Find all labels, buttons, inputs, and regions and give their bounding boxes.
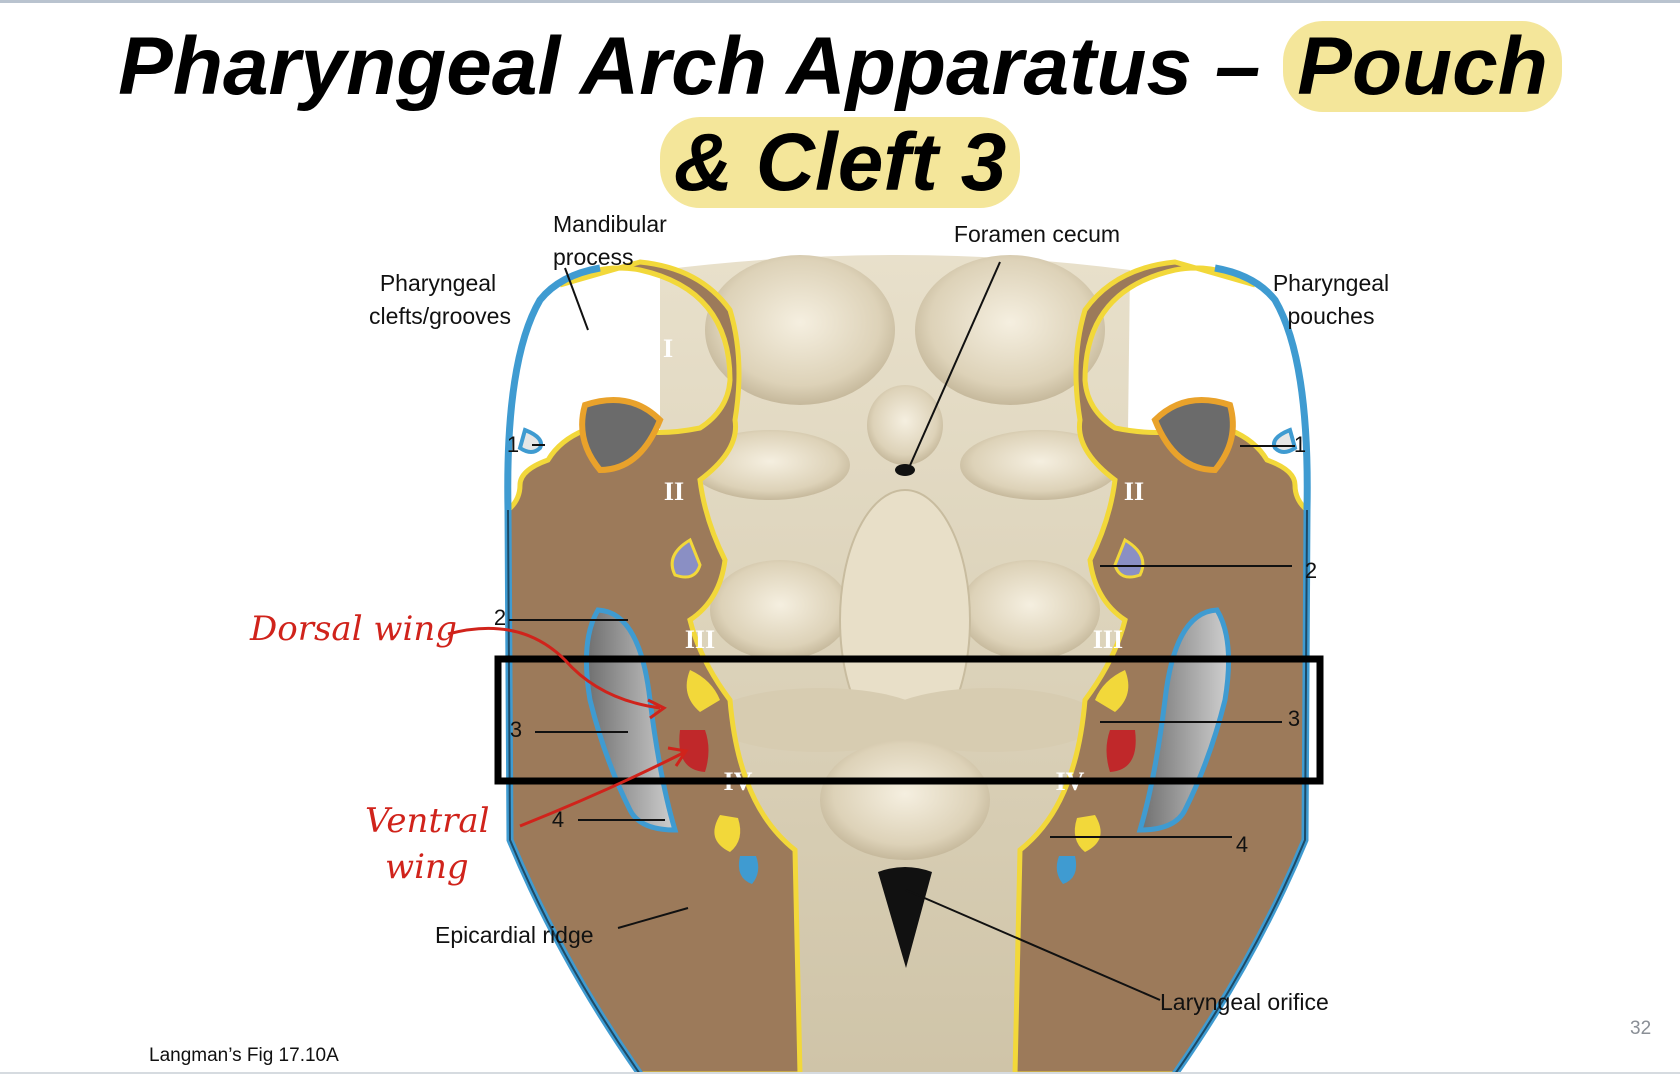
right-num-1: 1 bbox=[1294, 432, 1306, 457]
left-cleft-1 bbox=[517, 427, 543, 454]
ventral-wing-note-1: Ventral bbox=[365, 801, 490, 841]
left-cleft-4-end bbox=[738, 856, 759, 884]
label-clefts-1: Pharyngeal bbox=[380, 270, 496, 296]
left-pouch-2 bbox=[670, 537, 702, 579]
label-clefts-2: clefts/grooves bbox=[369, 303, 511, 329]
ventral-wing-arrow bbox=[519, 750, 686, 828]
left-num-3: 3 bbox=[510, 717, 522, 742]
label-laryngeal-orifice: Laryngeal orifice bbox=[1160, 989, 1329, 1015]
labels: Mandibular process Foramen cecum Pharyng… bbox=[369, 211, 1389, 1015]
right-pharyngeal-wall bbox=[1012, 259, 1311, 1074]
right-num-3: 3 bbox=[1288, 706, 1300, 731]
pouch-cleft-3-box bbox=[494, 655, 1324, 785]
label-mandibular-1: Mandibular bbox=[553, 211, 667, 237]
leader-lines bbox=[509, 261, 1295, 1001]
right-arch-III: III bbox=[1093, 625, 1123, 654]
label-pouches-2: pouches bbox=[1288, 303, 1375, 329]
left-num-1: 1 bbox=[507, 432, 519, 457]
handwritten-annotations: Dorsal wing Ventral wing bbox=[249, 609, 689, 887]
laryngeal-orifice-opening bbox=[878, 867, 932, 968]
left-cervical-sinus bbox=[583, 607, 679, 833]
bottom-border bbox=[0, 1072, 1680, 1074]
title-highlight-cleft: & Cleft 3 bbox=[659, 117, 1021, 208]
right-arch-II: II bbox=[1124, 477, 1144, 506]
slide-title-line-1: Pharyngeal Arch Apparatus – Pouch bbox=[0, 21, 1680, 112]
page-number: 32 bbox=[1630, 1018, 1652, 1039]
left-num-2: 2 bbox=[494, 605, 506, 630]
dorsal-wing-arrow bbox=[447, 626, 661, 710]
right-arch-I: I bbox=[1135, 334, 1145, 363]
left-arch-III: III bbox=[685, 625, 715, 654]
right-num-4: 4 bbox=[1236, 832, 1248, 857]
left-pouch-3-dorsal bbox=[686, 670, 720, 712]
right-cervical-sinus bbox=[1136, 607, 1232, 833]
figure-credit: Langman’s Fig 17.10A bbox=[149, 1045, 339, 1066]
title-highlight-pouch: Pouch bbox=[1283, 21, 1562, 112]
label-pouches-1: Pharyngeal bbox=[1273, 270, 1389, 296]
left-pouch-3-ventral bbox=[679, 730, 709, 772]
right-pouch-3-ventral bbox=[1106, 730, 1136, 772]
ventral-wing-note-2: wing bbox=[385, 847, 469, 887]
right-cleft-4-end bbox=[1056, 856, 1077, 884]
right-num-2: 2 bbox=[1305, 558, 1317, 583]
dorsal-wing-note: Dorsal wing bbox=[249, 609, 457, 649]
right-pouch-3-dorsal bbox=[1095, 670, 1129, 712]
label-foramen-cecum: Foramen cecum bbox=[954, 221, 1120, 247]
label-epicardial-ridge: Epicardial ridge bbox=[435, 922, 594, 948]
slide-title-line-2: & Cleft 3 bbox=[0, 117, 1680, 208]
left-arch-II: II bbox=[664, 477, 684, 506]
label-mandibular-2: process bbox=[553, 244, 634, 270]
foramen-cecum-pit bbox=[895, 464, 915, 476]
left-pouch-4 bbox=[714, 815, 741, 852]
right-pouch-4 bbox=[1074, 815, 1101, 852]
title-text: Pharyngeal Arch Apparatus – bbox=[118, 21, 1261, 112]
left-pouch-1 bbox=[579, 397, 664, 474]
right-pouch-1 bbox=[1151, 397, 1236, 474]
right-pouch-2 bbox=[1113, 537, 1145, 579]
left-arch-I: I bbox=[663, 334, 673, 363]
right-cleft-1 bbox=[1272, 427, 1298, 454]
top-border bbox=[0, 0, 1680, 3]
